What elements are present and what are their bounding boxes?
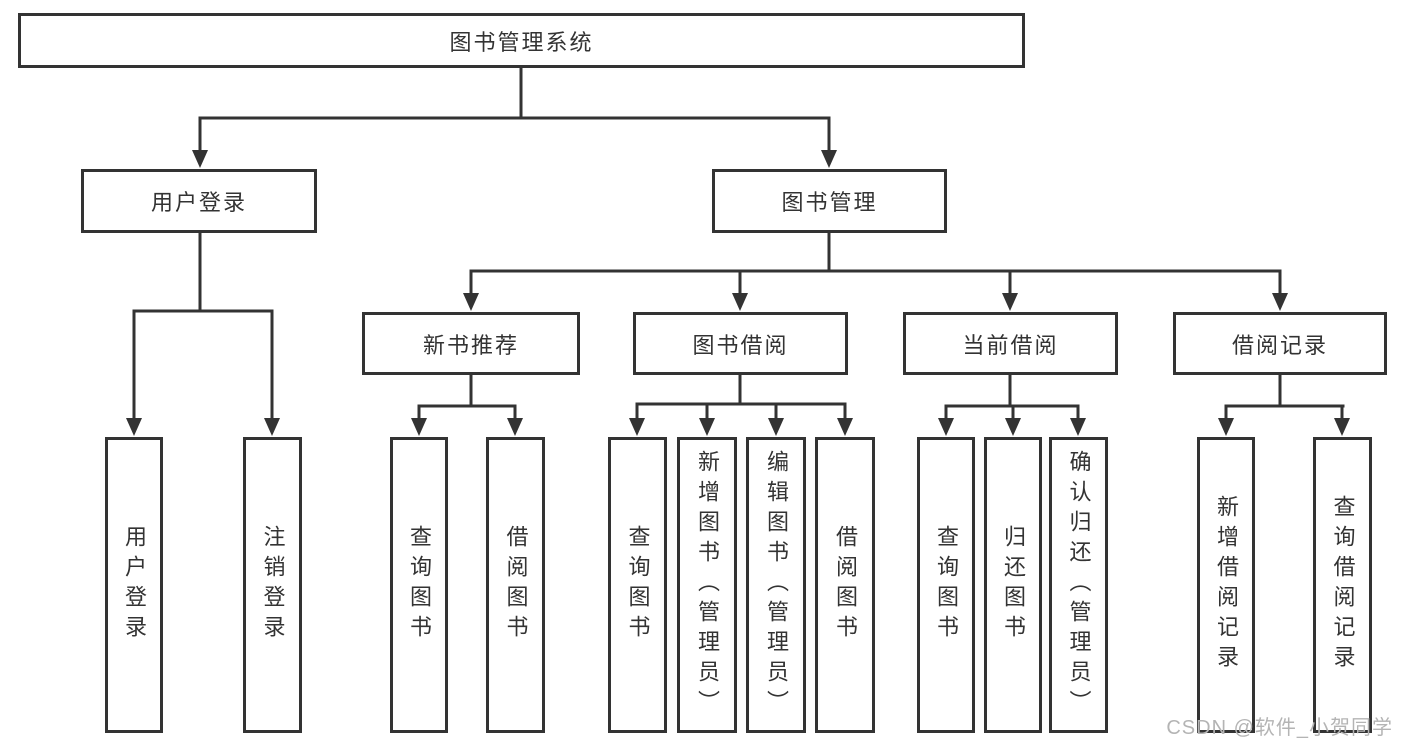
node-leaf-borrow-books: 借阅图书 xyxy=(815,437,875,733)
node-leaf-user-login: 用户登录 xyxy=(105,437,163,733)
node-leaf-query-books-borrow: 查询图书 xyxy=(608,437,667,733)
node-leaf-add-book-admin: 新增图书（管理员） xyxy=(677,437,737,733)
node-leaf-confirm-return-admin: 确认归还（管理员） xyxy=(1049,437,1108,733)
node-book-borrow: 图书借阅 xyxy=(633,312,848,375)
node-book-management: 图书管理 xyxy=(712,169,947,233)
node-leaf-query-borrow-record: 查询借阅记录 xyxy=(1313,437,1372,733)
node-leaf-borrow-books-recommend: 借阅图书 xyxy=(486,437,545,733)
node-leaf-add-borrow-record: 新增借阅记录 xyxy=(1197,437,1255,733)
node-leaf-edit-book-admin: 编辑图书（管理员） xyxy=(746,437,806,733)
node-borrow-records: 借阅记录 xyxy=(1173,312,1387,375)
node-leaf-logout: 注销登录 xyxy=(243,437,302,733)
node-library-system: 图书管理系统 xyxy=(18,13,1025,68)
node-leaf-query-books-current: 查询图书 xyxy=(917,437,975,733)
node-new-book-recommend: 新书推荐 xyxy=(362,312,580,375)
node-user-login: 用户登录 xyxy=(81,169,317,233)
node-leaf-query-books-recommend: 查询图书 xyxy=(390,437,448,733)
node-current-borrow: 当前借阅 xyxy=(903,312,1118,375)
node-leaf-return-book: 归还图书 xyxy=(984,437,1042,733)
watermark: CSDN @软件_小贺同学 xyxy=(1166,717,1393,739)
arrowheads xyxy=(126,150,1350,436)
